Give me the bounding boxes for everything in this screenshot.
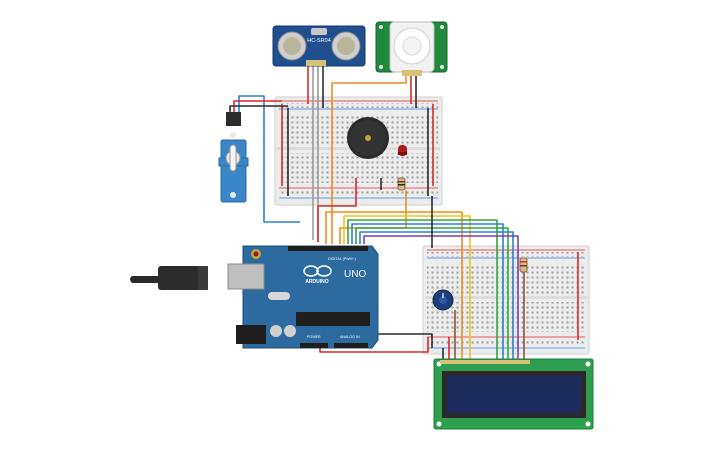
arduino-brand: ARDUINO bbox=[305, 279, 328, 285]
piezo-buzzer bbox=[347, 117, 389, 159]
wire-buzzer-red bbox=[317, 178, 357, 242]
potentiometer bbox=[432, 289, 454, 311]
wire-servo-black bbox=[229, 105, 288, 112]
wire-servo-red bbox=[233, 100, 282, 112]
digital-header-label: DIGITAL (PWM~) bbox=[328, 257, 356, 261]
arduino-uno: ARDUINO UNO DIGITAL (PWM~) POWER ANALOG … bbox=[130, 245, 379, 349]
wires bbox=[229, 66, 579, 362]
ultrasonic-sensor: HC-SR04 bbox=[272, 25, 366, 67]
wire-pir-orange bbox=[331, 76, 407, 244]
ultrasonic-label: HC-SR04 bbox=[307, 38, 331, 44]
wire-lcd-orange bbox=[325, 211, 463, 362]
wire-lcd-yellow bbox=[343, 215, 471, 362]
power-header-label: POWER bbox=[307, 335, 321, 339]
red-led bbox=[398, 145, 407, 156]
wire-power-red bbox=[319, 337, 429, 353]
breadboard-bottom bbox=[422, 245, 590, 355]
wire-lcd-green-1 bbox=[347, 219, 498, 362]
analog-header-label: ANALOG IN bbox=[340, 335, 360, 339]
pir-sensor bbox=[375, 21, 448, 76]
lcd-display bbox=[433, 358, 594, 430]
resistor-backlight bbox=[519, 257, 528, 273]
wire-power-black bbox=[372, 333, 433, 348]
wire-lcd-purple bbox=[363, 235, 519, 362]
wire-lcd-blue-1 bbox=[351, 223, 504, 362]
wire-lcd-blue-2 bbox=[359, 231, 514, 362]
servo-motor bbox=[218, 112, 249, 203]
arduino-model: UNO bbox=[344, 269, 366, 280]
resistor-led bbox=[397, 177, 406, 191]
